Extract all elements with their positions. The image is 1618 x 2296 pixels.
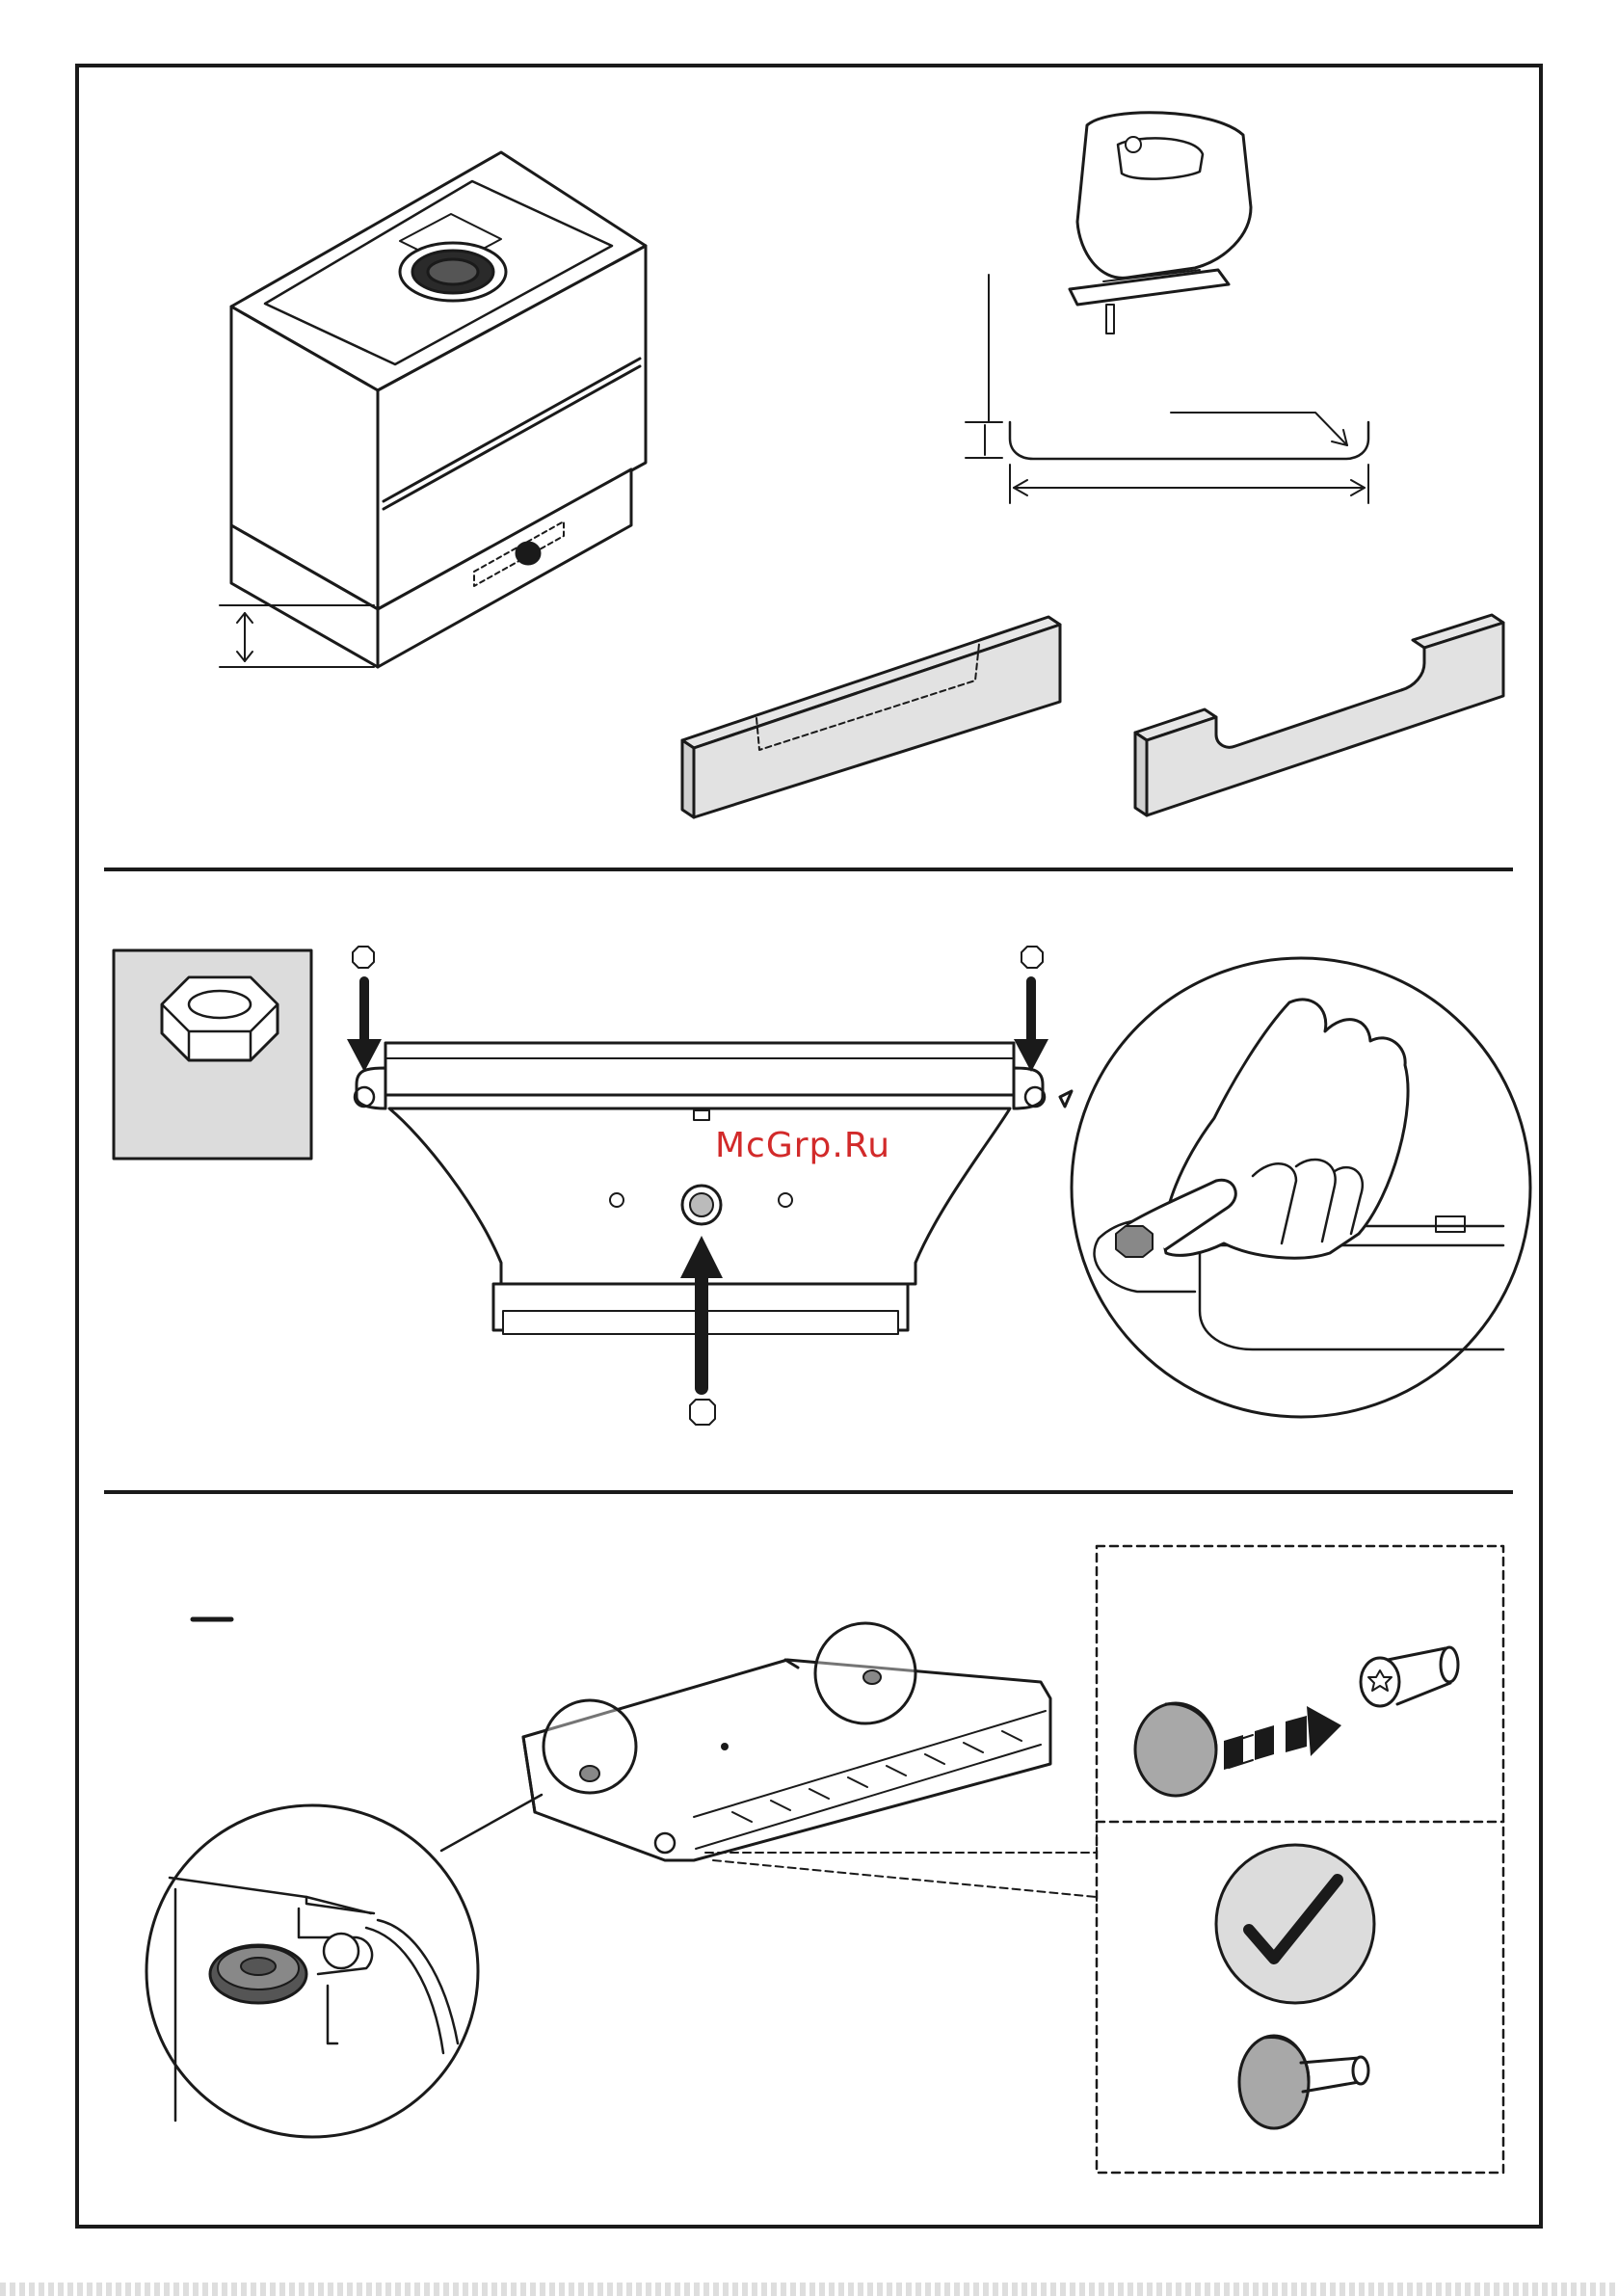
screw-icon [1361, 1647, 1458, 1706]
bracket-zoom-icon [146, 1805, 478, 2137]
watermark: McGrp.Ru [715, 1126, 890, 1165]
hex-nut-icon [114, 950, 311, 1159]
duct-bracket-icon [347, 947, 1048, 1425]
page-edge [0, 2283, 1618, 2296]
cut-dimension-icon [966, 275, 1368, 503]
cabinet-icon [220, 152, 646, 667]
checkmark-icon [1216, 1845, 1374, 2003]
cut-plinth-icon [682, 617, 1060, 817]
assembled-cap-icon [1239, 2036, 1368, 2128]
jigsaw-icon [1070, 113, 1251, 334]
cap-icon [1135, 1703, 1341, 1796]
hand-press-icon [1060, 958, 1530, 1417]
notched-plinth-icon [1135, 615, 1503, 815]
